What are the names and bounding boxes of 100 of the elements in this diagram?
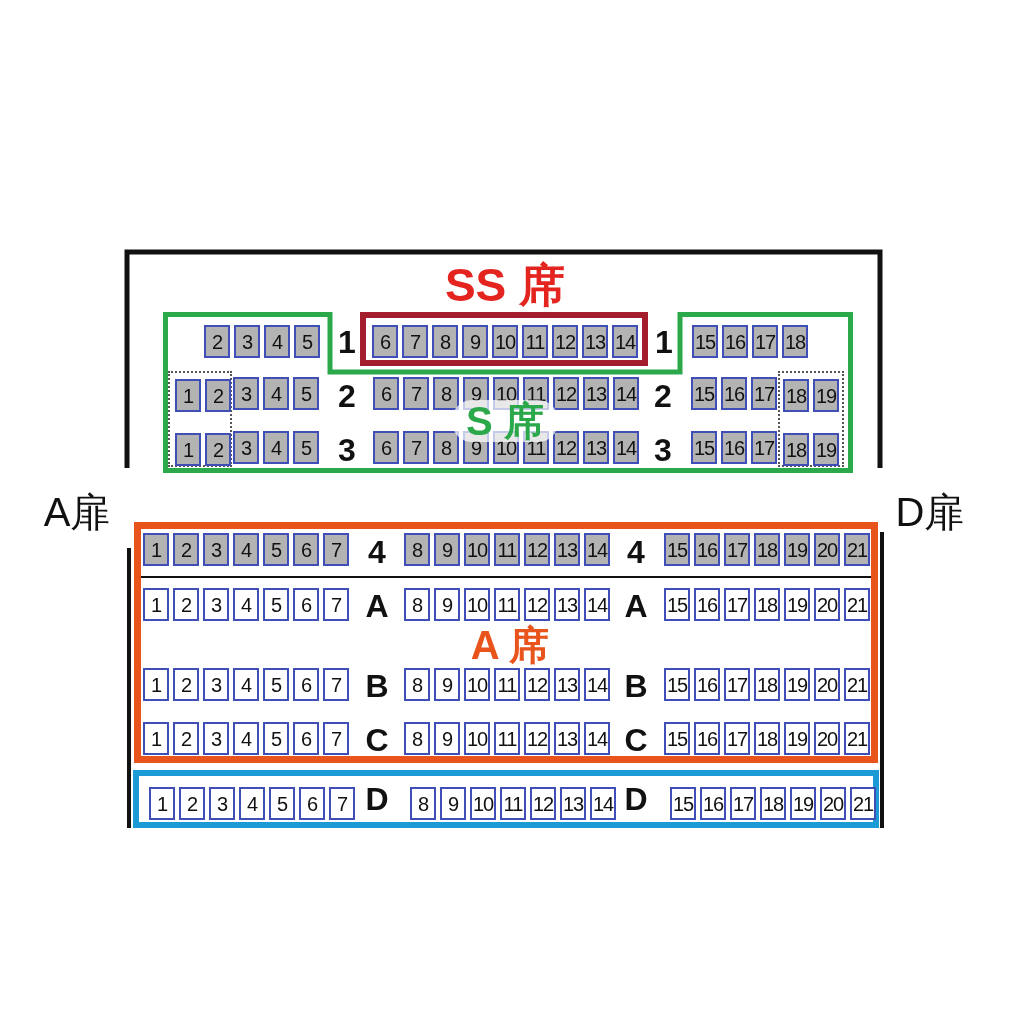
seat: 16 <box>721 377 747 410</box>
seat: 17 <box>724 588 750 621</box>
seat: 2 <box>179 787 205 820</box>
row-label: D <box>365 783 389 815</box>
seat: 6 <box>373 377 399 410</box>
seat: 14 <box>612 325 638 358</box>
seat: 19 <box>790 787 816 820</box>
row-label: 2 <box>654 380 672 412</box>
seat: 9 <box>434 722 460 755</box>
seat: 20 <box>814 533 840 566</box>
seat: 2 <box>173 588 199 621</box>
seat: 3 <box>203 668 229 701</box>
seat: 12 <box>552 325 578 358</box>
seat: 7 <box>323 668 349 701</box>
seat: 3 <box>233 377 259 410</box>
seat: 10 <box>470 787 496 820</box>
dotted-frame <box>168 371 232 467</box>
seat: 18 <box>783 379 809 412</box>
seat: 12 <box>530 787 556 820</box>
seat: 21 <box>850 787 876 820</box>
seat: 19 <box>784 588 810 621</box>
seat: 21 <box>844 722 870 755</box>
seat: 16 <box>694 722 720 755</box>
seat: 14 <box>584 668 610 701</box>
seat: 9 <box>434 668 460 701</box>
seat: 21 <box>844 588 870 621</box>
seat: 17 <box>724 668 750 701</box>
seat: 20 <box>814 668 840 701</box>
seat: 12 <box>524 588 550 621</box>
seat: 18 <box>760 787 786 820</box>
seat: 6 <box>293 722 319 755</box>
seat: 1 <box>143 588 169 621</box>
seat: 9 <box>440 787 466 820</box>
seat: 7 <box>323 533 349 566</box>
seat: 10 <box>464 588 490 621</box>
seat: 4 <box>263 431 289 464</box>
seat: 8 <box>404 533 430 566</box>
seat: 21 <box>844 668 870 701</box>
seat: 4 <box>233 722 259 755</box>
seat: 11 <box>522 325 548 358</box>
seat: 18 <box>754 722 780 755</box>
seat: 14 <box>613 431 639 464</box>
seat: 8 <box>433 377 459 410</box>
seat: 16 <box>722 325 748 358</box>
seat: 12 <box>524 668 550 701</box>
seat: 3 <box>203 588 229 621</box>
seat: 19 <box>784 533 810 566</box>
seat: 17 <box>724 722 750 755</box>
seat: 9 <box>462 325 488 358</box>
seat: 14 <box>613 377 639 410</box>
seat: 11 <box>494 588 520 621</box>
seat: 14 <box>584 588 610 621</box>
seat: 1 <box>175 433 201 466</box>
row-label: B <box>624 670 648 702</box>
seat: 1 <box>143 722 169 755</box>
seat: 13 <box>582 325 608 358</box>
seat: 18 <box>783 433 809 466</box>
seat: 12 <box>553 377 579 410</box>
seat: 13 <box>583 431 609 464</box>
seat: 16 <box>694 533 720 566</box>
seat: 6 <box>299 787 325 820</box>
row-label: 3 <box>654 434 672 466</box>
seat: 2 <box>204 325 230 358</box>
seat: 19 <box>784 668 810 701</box>
seat: 11 <box>494 722 520 755</box>
seat: 13 <box>554 722 580 755</box>
seat: 15 <box>664 722 690 755</box>
seat: 2 <box>205 433 231 466</box>
seat: 4 <box>233 588 259 621</box>
seat: 5 <box>293 431 319 464</box>
seat: 5 <box>263 668 289 701</box>
seat: 6 <box>293 533 319 566</box>
row-label: C <box>624 724 648 756</box>
seat: 19 <box>813 433 839 466</box>
seat: 10 <box>464 668 490 701</box>
seat: 5 <box>269 787 295 820</box>
row-label: 1 <box>655 326 673 358</box>
seat: 7 <box>323 722 349 755</box>
seat: 6 <box>293 588 319 621</box>
seat: 5 <box>293 377 319 410</box>
seat: 5 <box>294 325 320 358</box>
seat: 6 <box>293 668 319 701</box>
seat: 15 <box>692 325 718 358</box>
seat: 3 <box>203 533 229 566</box>
seat: 15 <box>691 431 717 464</box>
seat: 5 <box>263 533 289 566</box>
row-label: A <box>365 590 389 622</box>
row-label: 2 <box>338 380 356 412</box>
seat: 2 <box>173 722 199 755</box>
seat: 2 <box>205 379 231 412</box>
seat: 18 <box>754 533 780 566</box>
seat: 7 <box>329 787 355 820</box>
seat: 3 <box>209 787 235 820</box>
seat: 10 <box>464 722 490 755</box>
row-label: B <box>365 670 389 702</box>
seat: 5 <box>263 722 289 755</box>
row-label: A <box>624 590 648 622</box>
seat: 20 <box>820 787 846 820</box>
seat: 4 <box>263 377 289 410</box>
seat: 14 <box>584 722 610 755</box>
